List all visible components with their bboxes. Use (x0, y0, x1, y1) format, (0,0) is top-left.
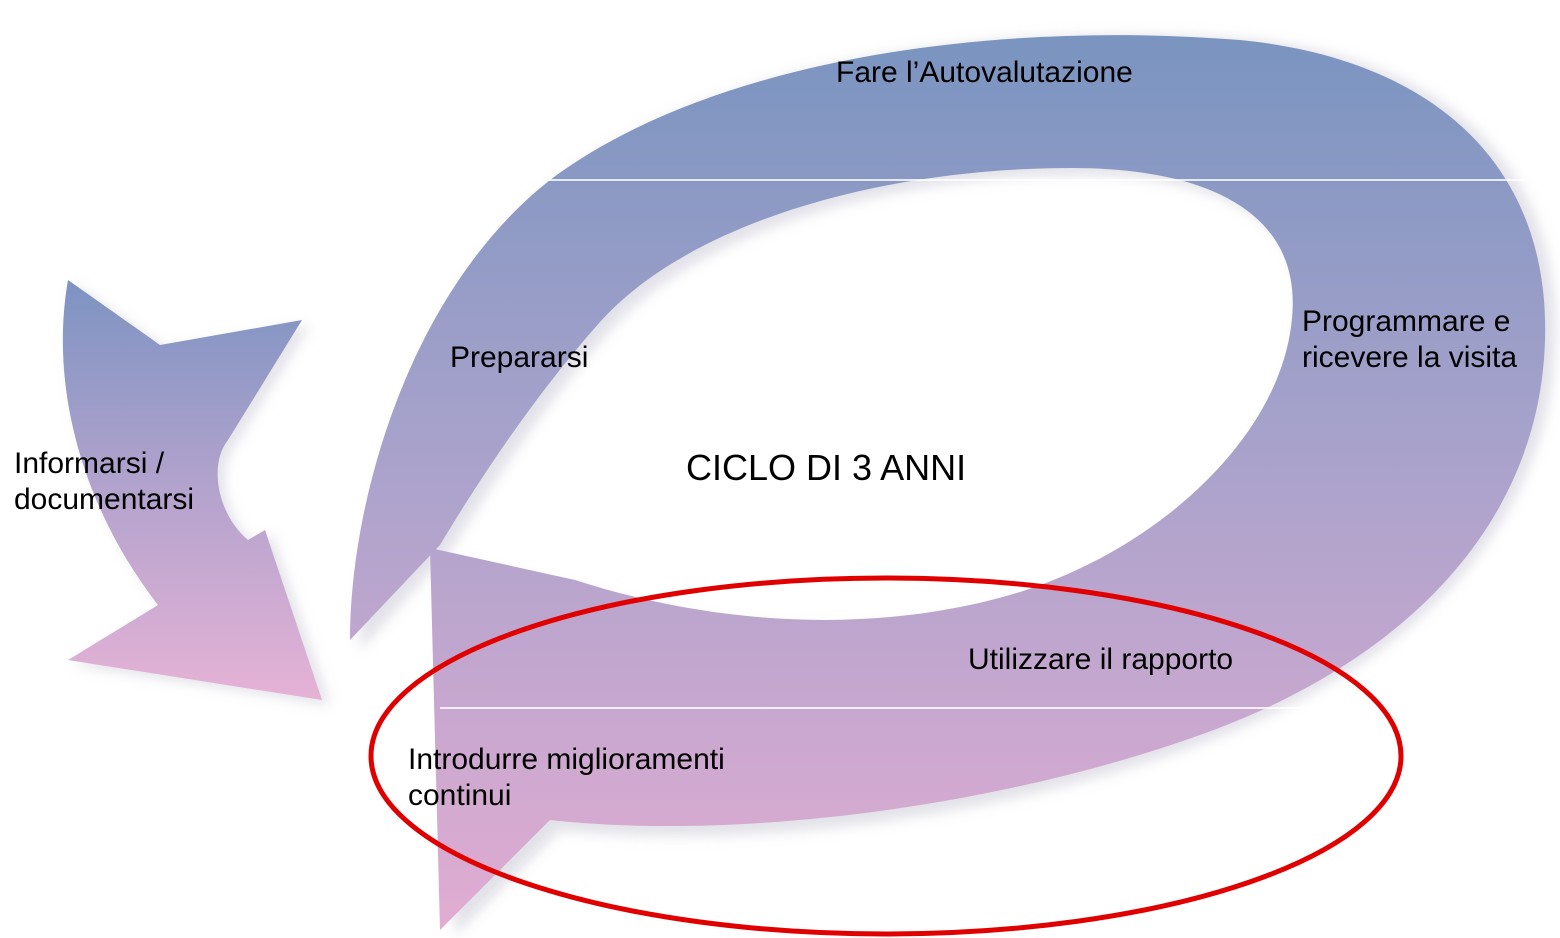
step-improvements: Introdurre miglioramenti continui (408, 743, 725, 812)
cycle-arrow (350, 35, 1546, 930)
step-self-assessment: Fare l’Autovalutazione (836, 56, 1133, 89)
left-arrow (62, 280, 322, 700)
step-use-report: Utilizzare il rapporto (968, 643, 1234, 676)
step-prepare: Prepararsi (450, 341, 589, 374)
center-label: CICLO DI 3 ANNI (686, 447, 967, 488)
step-get-informed: Informarsi / documentarsi (14, 447, 195, 516)
step-schedule-visit: Programmare e ricevere la visita (1302, 305, 1518, 374)
highlight-ellipse (368, 575, 1404, 937)
